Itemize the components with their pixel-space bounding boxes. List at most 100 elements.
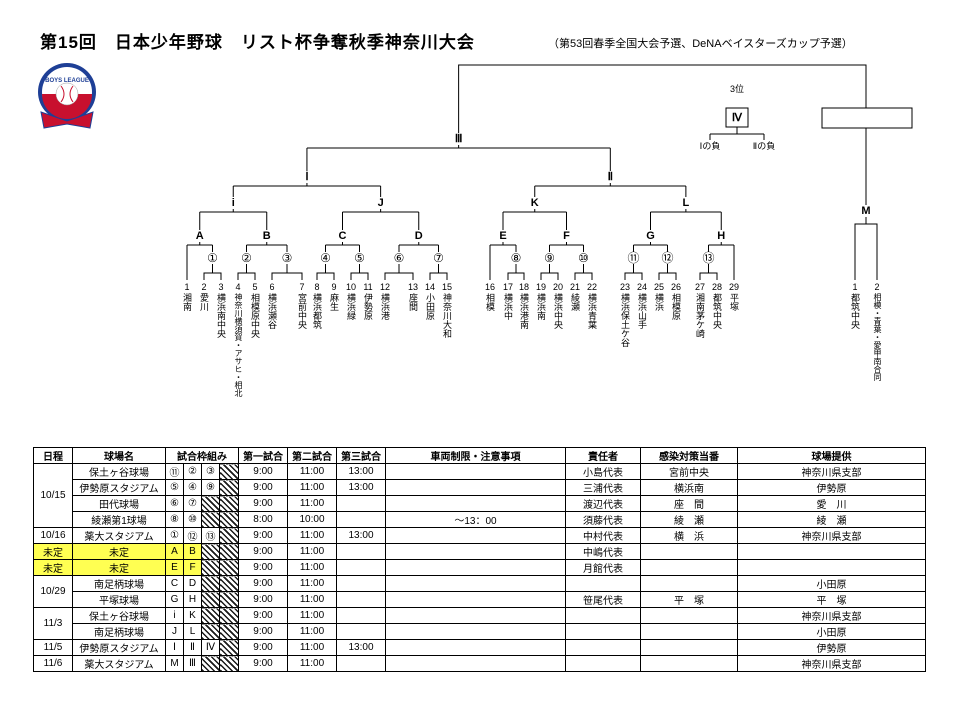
- notes-cell: [385, 527, 566, 544]
- manager-cell: 月館代表: [565, 559, 641, 576]
- date-cell: 11/3: [33, 607, 73, 640]
- date-cell: 11/6: [33, 655, 73, 672]
- game-time-cell: [336, 607, 386, 624]
- match-number: ⑪: [625, 251, 642, 265]
- manager-cell: [565, 623, 641, 640]
- baseball-seams-icon: [60, 85, 74, 103]
- team-number: 26: [670, 282, 681, 292]
- group-label: E: [497, 230, 509, 242]
- col-header: 第一試合: [238, 447, 288, 464]
- game-time-cell: [336, 495, 386, 512]
- notes-cell: [385, 655, 566, 672]
- team-number: 29: [728, 282, 739, 292]
- manager-cell: [565, 639, 641, 656]
- game-time-cell: [336, 655, 386, 672]
- notes-cell: [385, 575, 566, 592]
- slot-cell: ④: [183, 479, 202, 496]
- hatch-cell: [201, 543, 220, 560]
- game-time-cell: 11:00: [287, 479, 337, 496]
- slot-cell: C: [165, 575, 184, 592]
- stadium-cell: 未定: [72, 543, 166, 560]
- game-time-cell: 13:00: [336, 479, 386, 496]
- team-name: 横浜: [654, 293, 664, 311]
- team-name: 横浜港南: [519, 293, 529, 329]
- hatch-cell: [219, 559, 239, 576]
- col-header: 日程: [33, 447, 73, 464]
- third-loser-right: Ⅱの負: [750, 140, 778, 152]
- game-time-cell: 13:00: [336, 527, 386, 544]
- team-name: 横浜青葉: [587, 293, 597, 329]
- slot-cell: B: [183, 543, 202, 560]
- semifinal-label: Ⅰ: [303, 171, 311, 183]
- col-header: 責任者: [565, 447, 641, 464]
- duty-cell: [640, 607, 738, 624]
- round-label: K: [528, 197, 541, 209]
- col-header: 第三試合: [336, 447, 386, 464]
- hatch-cell: [219, 495, 239, 512]
- match-number: ⑩: [576, 251, 591, 265]
- match-number: ①: [205, 251, 220, 265]
- team-name: 都筑中央: [850, 293, 860, 329]
- baseball-icon: [55, 82, 79, 106]
- game-time-cell: 9:00: [238, 527, 288, 544]
- hatch-cell: [201, 511, 220, 528]
- game-time-cell: 9:00: [238, 607, 288, 624]
- hatch-cell: [219, 639, 239, 656]
- provider-cell: [737, 543, 926, 560]
- team-name: 相模原: [671, 293, 681, 320]
- manager-cell: 須藤代表: [565, 511, 641, 528]
- game-time-cell: 9:00: [238, 463, 288, 480]
- match-number: ⑦: [431, 251, 446, 265]
- champion-box: [821, 107, 913, 129]
- provider-cell: 伊勢原: [737, 479, 926, 496]
- team-number: 1: [184, 282, 190, 292]
- round-label: L: [680, 197, 692, 209]
- slot-cell: ⑨: [201, 479, 220, 496]
- stadium-cell: 薬大スタジアム: [72, 655, 166, 672]
- provider-cell: 小田原: [737, 575, 926, 592]
- team-number: 20: [552, 282, 563, 292]
- team-name: 横浜保土ケ谷: [620, 293, 630, 347]
- match-number: ③: [279, 251, 295, 265]
- team-name: 宮前中央: [297, 293, 307, 329]
- team-number: 21: [569, 282, 580, 292]
- group-label: D: [412, 230, 425, 242]
- slot-cell: K: [183, 607, 202, 624]
- hatch-cell: [201, 591, 220, 608]
- game-time-cell: 9:00: [238, 575, 288, 592]
- team-name: 小田原: [425, 293, 435, 320]
- game-time-cell: 9:00: [238, 655, 288, 672]
- team-number: 6: [269, 282, 275, 292]
- notes-cell: [385, 543, 566, 560]
- team-number: 13: [407, 282, 418, 292]
- manager-cell: [565, 655, 641, 672]
- slot-cell: L: [183, 623, 202, 640]
- manager-cell: 中嶋代表: [565, 543, 641, 560]
- team-name: 横浜南中央: [216, 293, 226, 338]
- game-time-cell: 9:00: [238, 543, 288, 560]
- logo-red-half: [42, 94, 92, 119]
- notes-cell: [385, 559, 566, 576]
- col-header: 球場提供: [737, 447, 926, 464]
- hatch-cell: [219, 479, 239, 496]
- provider-cell: 神奈川県支部: [737, 527, 926, 544]
- date-cell: 10/15: [33, 463, 73, 528]
- final-label: Ⅲ: [452, 133, 465, 145]
- team-number: 22: [586, 282, 597, 292]
- game-time-cell: 11:00: [287, 623, 337, 640]
- hatch-cell: [219, 463, 239, 480]
- game-time-cell: 11:00: [287, 575, 337, 592]
- duty-cell: [640, 639, 738, 656]
- manager-cell: 笹尾代表: [565, 591, 641, 608]
